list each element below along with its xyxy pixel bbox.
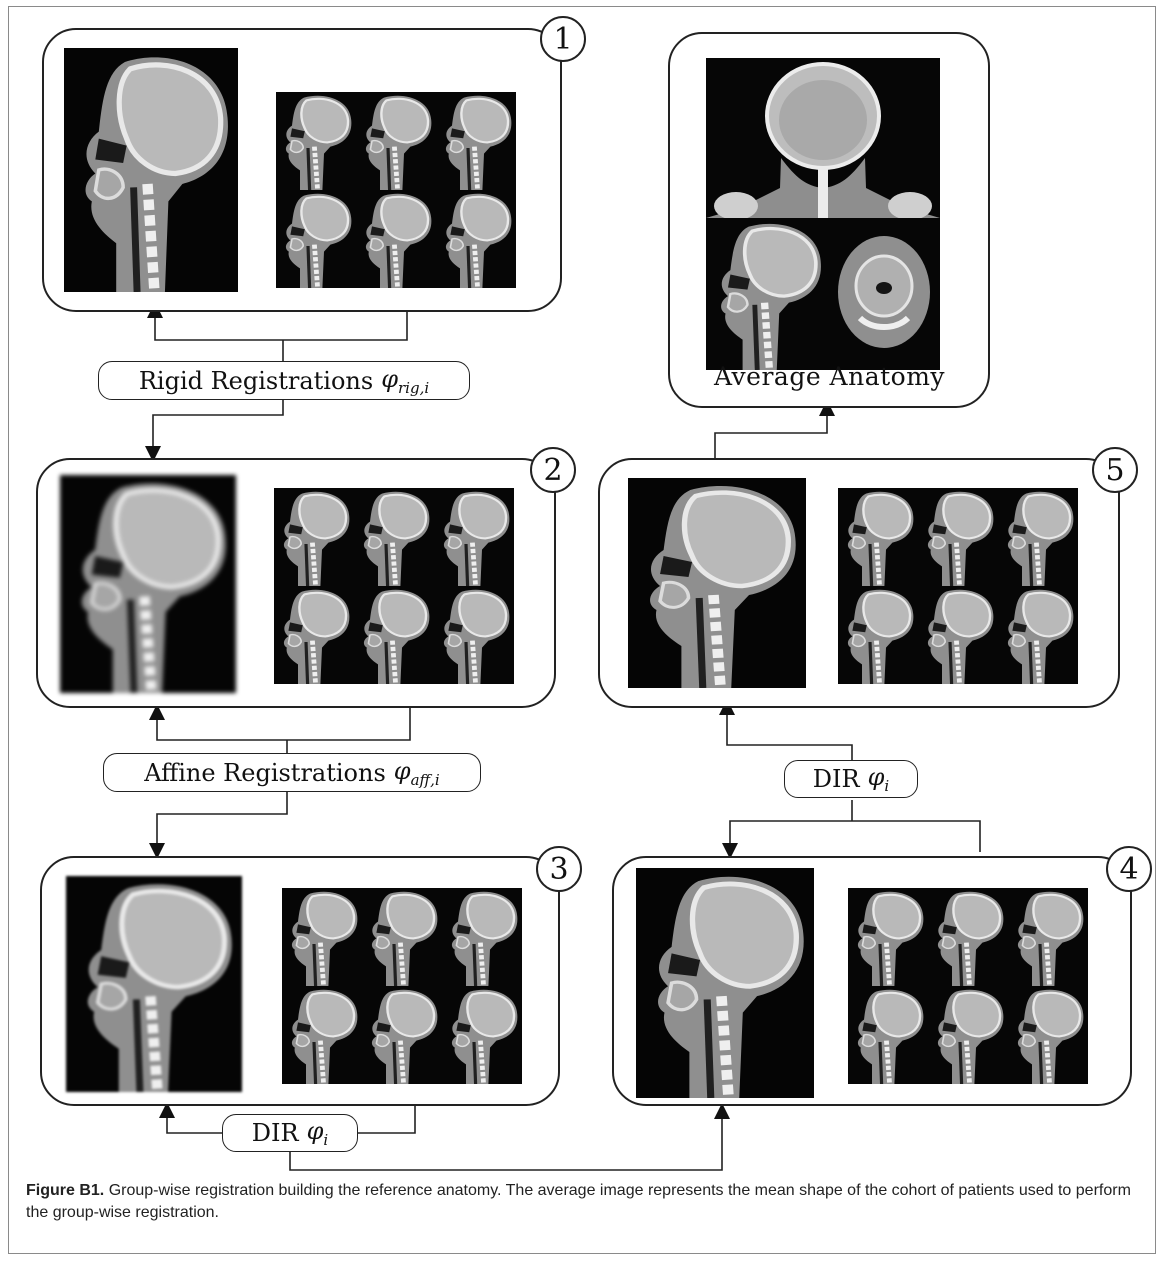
average-anatomy-label: Average Anatomy (714, 362, 945, 391)
reference-scan-5 (628, 478, 806, 688)
dir-left-symbol: φi (307, 1117, 329, 1149)
arrow-rigid-up (155, 310, 407, 340)
cohort-grid-2 (274, 488, 514, 684)
reference-scan-4 (636, 868, 814, 1098)
caption-text: Group-wise registration building the ref… (26, 1182, 1131, 1221)
rigid-registrations-label: Rigid Registrations φrig,i (98, 361, 470, 400)
arrow-affine-up (157, 708, 410, 740)
arrow-dir-right-up (727, 707, 852, 760)
average-axial-view (828, 218, 940, 370)
dir-label-left: DIR φi (222, 1114, 358, 1152)
reference-scan-1 (64, 48, 238, 292)
step-badge-5: 5 (1092, 447, 1138, 493)
dir-right-symbol: φi (868, 763, 890, 795)
cohort-grid-5 (838, 488, 1078, 684)
affine-symbol: φaff,i (394, 757, 440, 789)
rigid-symbol: φrig,i (381, 365, 429, 397)
caption-figure-number: Figure B1. (26, 1182, 104, 1199)
arrow-rigid-down (153, 400, 283, 454)
step-badge-1: 1 (540, 16, 586, 62)
cohort-grid-4 (848, 888, 1088, 1084)
arrow-to-average (715, 408, 827, 458)
affine-registrations-label: Affine Registrations φaff,i (103, 753, 481, 792)
dir-label-right: DIR φi (784, 760, 918, 798)
affine-text: Affine Registrations (144, 759, 386, 787)
arrow-affine-down (157, 792, 287, 851)
step-badge-4: 4 (1106, 846, 1152, 892)
reference-scan-2 (60, 475, 236, 693)
average-coronal-view (706, 58, 940, 218)
average-sagittal-view (706, 218, 828, 370)
arrow-dir-right-down (730, 800, 980, 852)
cohort-grid-3 (282, 888, 522, 1084)
dir-left-text: DIR (252, 1119, 299, 1147)
cohort-grid-1 (276, 92, 516, 288)
dir-right-text: DIR (813, 765, 860, 793)
reference-scan-3 (66, 876, 242, 1092)
figure-caption: Figure B1. Group-wise registration build… (26, 1180, 1136, 1224)
step-badge-3: 3 (536, 846, 582, 892)
step-badge-2: 2 (530, 447, 576, 493)
rigid-text: Rigid Registrations (139, 367, 373, 395)
